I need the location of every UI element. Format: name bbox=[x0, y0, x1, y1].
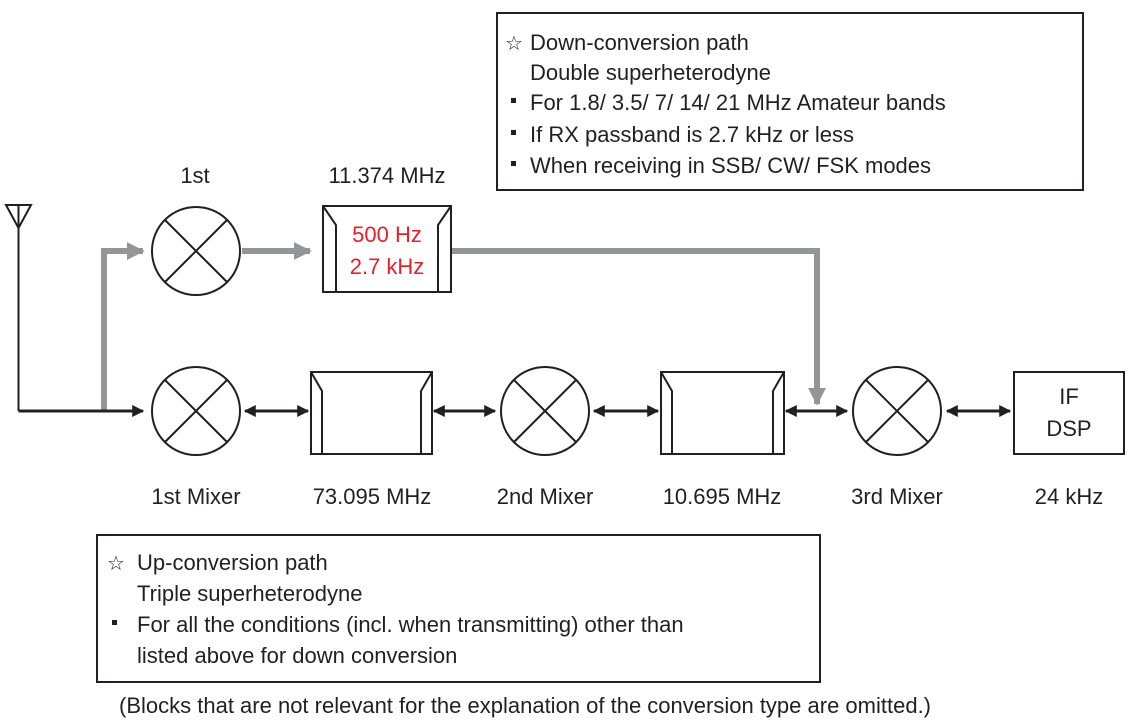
label-1st-mixer: 1st Mixer bbox=[151, 484, 240, 509]
white-star-icon: ☆ bbox=[505, 31, 523, 55]
top-filter-11374: 500 Hz 2.7 kHz bbox=[322, 205, 452, 293]
dsp-line-dsp: DSP bbox=[1046, 416, 1091, 441]
3rd-mixer bbox=[852, 366, 942, 456]
square-bullet-icon bbox=[511, 161, 516, 166]
label-10695: 10.695 MHz bbox=[663, 484, 782, 509]
footnote: (Blocks that are not relevant for the ex… bbox=[119, 693, 931, 718]
if-dsp-block: IF DSP bbox=[1013, 371, 1125, 455]
white-star-icon: ☆ bbox=[107, 551, 125, 575]
square-bullet-icon bbox=[112, 620, 117, 625]
label-24khz: 24 kHz bbox=[1035, 484, 1103, 509]
2nd-mixer bbox=[500, 366, 590, 456]
label-3rd-mixer: 3rd Mixer bbox=[851, 484, 943, 509]
top-mixer-label: 1st bbox=[180, 163, 209, 188]
down-bullet-3: When receiving in SSB/ CW/ FSK modes bbox=[530, 153, 931, 178]
down-bullet-2: If RX passband is 2.7 kHz or less bbox=[530, 122, 854, 147]
up-conversion-info-box: ☆ Up-conversion path Triple superheterod… bbox=[96, 534, 821, 683]
down-conversion-signal-path bbox=[101, 242, 826, 411]
down-conversion-info-box: ☆ Down-conversion path Double superheter… bbox=[496, 12, 1084, 191]
top-filter-label: 11.374 MHz bbox=[329, 163, 446, 188]
1st-mixer bbox=[151, 366, 241, 456]
up-conversion-subtitle: Triple superheterodyne bbox=[137, 581, 362, 606]
down-conversion-title: Down-conversion path bbox=[530, 30, 749, 55]
top-1st-mixer bbox=[151, 206, 241, 296]
down-bullet-1: For 1.8/ 3.5/ 7/ 14/ 21 MHz Amateur band… bbox=[530, 90, 946, 115]
dsp-line-if: IF bbox=[1059, 384, 1079, 409]
up-bullet-line-2: listed above for down conversion bbox=[137, 643, 457, 668]
label-2nd-mixer: 2nd Mixer bbox=[497, 484, 594, 509]
filter-bandwidth-27khz: 2.7 kHz bbox=[350, 254, 425, 279]
filter-73095 bbox=[310, 371, 433, 455]
up-conversion-title: Up-conversion path bbox=[137, 550, 328, 575]
up-bullet-line-1: For all the conditions (incl. when trans… bbox=[137, 612, 684, 637]
filter-bandwidth-500hz: 500 Hz bbox=[352, 222, 422, 247]
square-bullet-icon bbox=[511, 98, 516, 103]
square-bullet-icon bbox=[511, 130, 516, 135]
down-conversion-subtitle: Double superheterodyne bbox=[530, 60, 771, 85]
antenna-icon bbox=[4, 204, 33, 411]
label-73095: 73.095 MHz bbox=[313, 484, 432, 509]
filter-10695 bbox=[660, 371, 785, 455]
